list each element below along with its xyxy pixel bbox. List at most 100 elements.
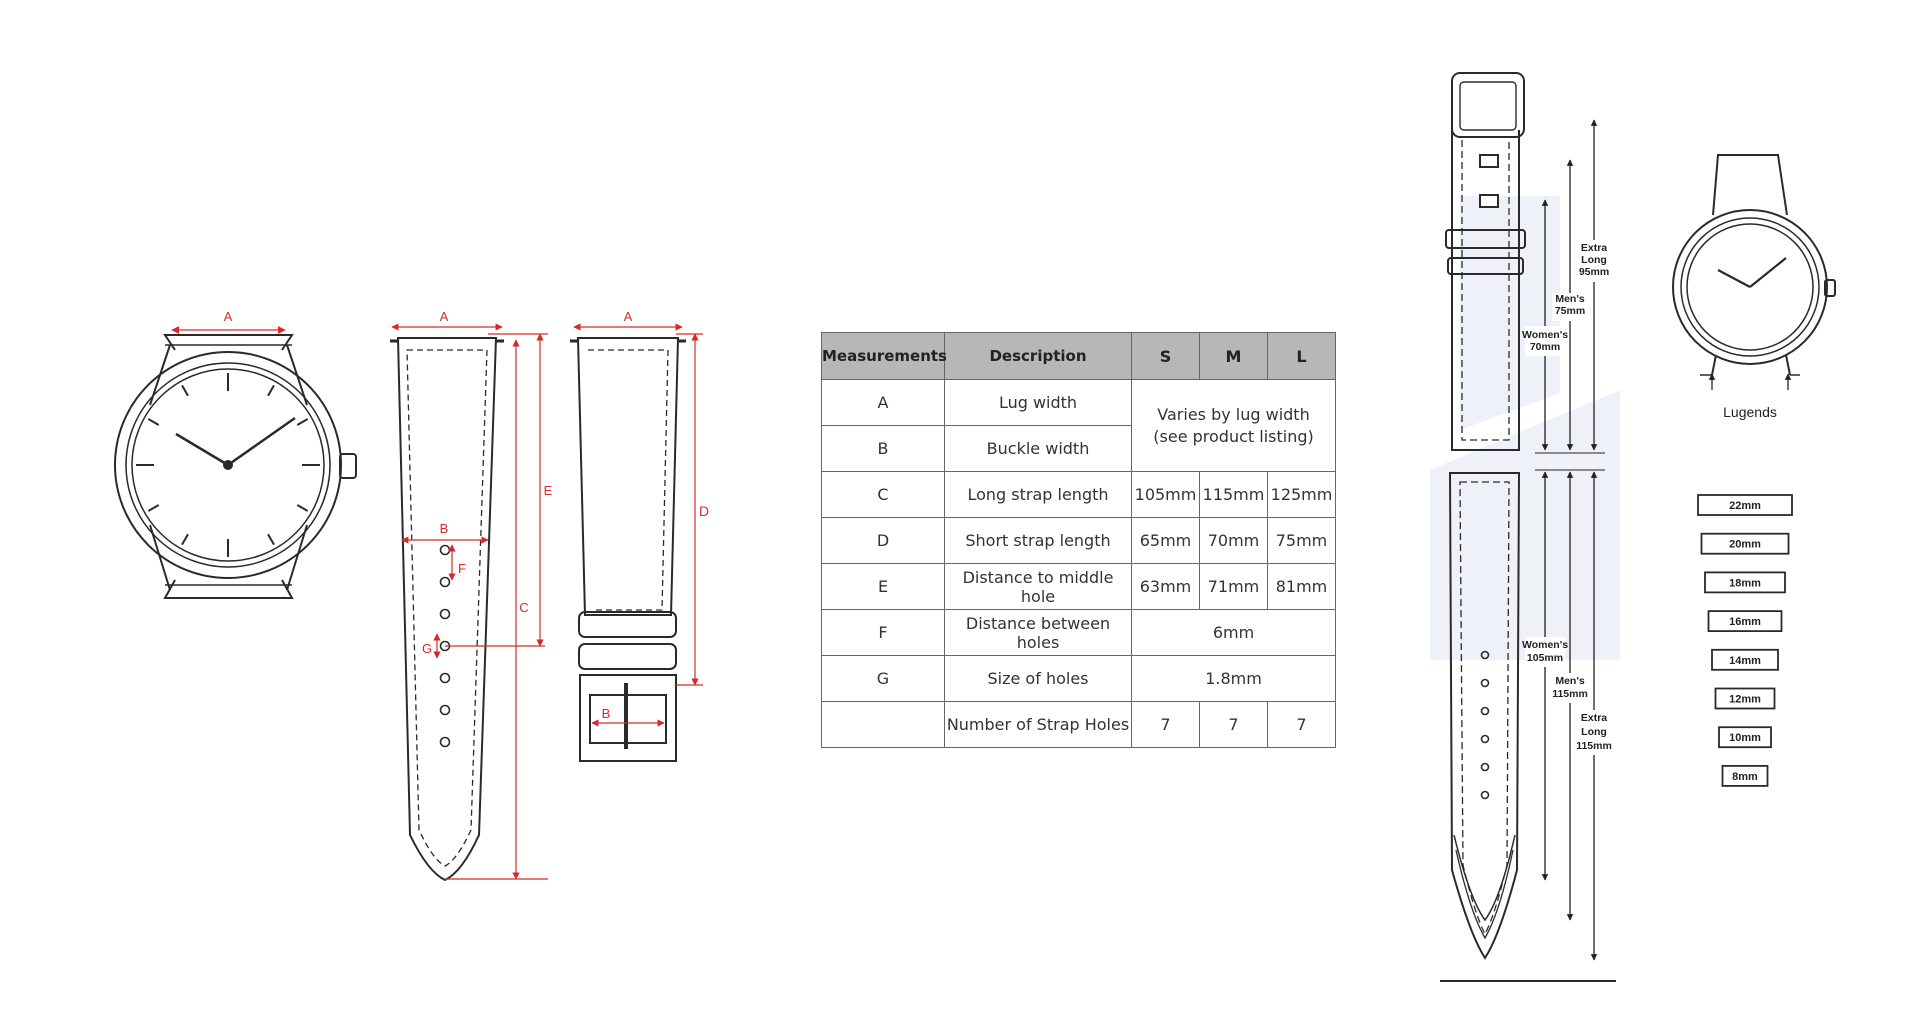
table-row: G Size of holes 1.8mm xyxy=(821,655,1336,702)
hour-marker xyxy=(296,504,309,512)
svg-text:Women's: Women's xyxy=(1522,329,1568,341)
strap-hole xyxy=(439,704,451,716)
row-code: C xyxy=(821,471,945,518)
svg-text:Men's: Men's xyxy=(1555,293,1584,305)
row-value-l: 125mm xyxy=(1267,471,1336,518)
row-value-all: 1.8mm xyxy=(1131,655,1336,702)
row-value-s: 7 xyxy=(1131,701,1200,748)
short-a-label: A xyxy=(624,309,633,324)
strap-measurements-table: Measurements Description S M L A Lug wid… xyxy=(821,332,1336,748)
svg-text:105mm: 105mm xyxy=(1527,652,1563,664)
size-box-label: 8mm xyxy=(1732,771,1758,783)
row-code: G xyxy=(821,655,945,702)
watch-lug-width-dimension: A xyxy=(171,309,286,334)
size-box xyxy=(1697,494,1793,516)
strap-hole xyxy=(1480,734,1490,744)
short-strap-dimensions xyxy=(573,323,703,727)
size-box xyxy=(1707,610,1783,632)
row-description: Number of Strap Holes xyxy=(944,701,1132,748)
strap-f-label: F xyxy=(458,561,466,576)
varies-note-line1: Varies by lug width xyxy=(1157,404,1310,424)
table-row: D Short strap length 65mm 70mm 75mm xyxy=(821,517,1336,564)
watch-hour-markers xyxy=(136,373,320,557)
svg-text:75mm: 75mm xyxy=(1555,305,1585,317)
size-box xyxy=(1721,765,1769,787)
row-code xyxy=(821,701,945,748)
hour-marker xyxy=(267,384,275,397)
short-strap-illustration xyxy=(570,337,686,762)
row-description: Short strap length xyxy=(944,517,1132,564)
size-box-label: 10mm xyxy=(1729,732,1761,744)
varies-note-line2: (see product listing) xyxy=(1153,426,1314,446)
svg-text:Men's: Men's xyxy=(1555,675,1584,687)
row-value-m: 7 xyxy=(1199,701,1268,748)
hour-marker xyxy=(181,384,189,397)
size-box-label: 16mm xyxy=(1729,616,1761,628)
size-box-label: 20mm xyxy=(1729,539,1761,551)
table-row: Number of Strap Holes 7 7 7 xyxy=(821,701,1336,748)
svg-text:Extra: Extra xyxy=(1581,712,1607,724)
strap-hole xyxy=(439,736,451,748)
header-large: L xyxy=(1267,332,1336,380)
strap-c-label: C xyxy=(519,600,528,615)
lug-size-boxes: 22mm 20mm 18mm 16mm 14mm 12mm 10mm 8mm xyxy=(1697,494,1793,787)
strap-hole xyxy=(1480,762,1490,772)
size-box-label: 18mm xyxy=(1729,577,1761,589)
row-code: A xyxy=(821,379,945,426)
right-strap-holes xyxy=(1480,650,1490,800)
header-small: S xyxy=(1131,332,1200,380)
row-code: F xyxy=(821,609,945,656)
header-description: Description xyxy=(944,332,1132,380)
header-measurements: Measurements xyxy=(821,332,947,380)
row-value-s: 65mm xyxy=(1131,517,1200,564)
svg-text:Long: Long xyxy=(1581,726,1607,738)
strap-hole xyxy=(439,672,451,684)
table-row: C Long strap length 105mm 115mm 125mm xyxy=(821,471,1336,518)
strap-hole xyxy=(439,608,451,620)
row-value-s: 105mm xyxy=(1131,471,1200,518)
watch-illustration xyxy=(114,334,357,599)
svg-text:115mm: 115mm xyxy=(1552,688,1588,700)
long-strap-illustration xyxy=(390,337,504,882)
hour-marker xyxy=(296,418,309,426)
table-row: B Buckle width xyxy=(821,425,1336,472)
strap-g-label: G xyxy=(422,641,432,656)
header-medium: M xyxy=(1199,332,1268,380)
svg-text:115mm: 115mm xyxy=(1576,740,1612,752)
row-description: Distance to middle hole xyxy=(944,563,1132,610)
table-row: A Lug width Varies by lug width (see pro… xyxy=(821,379,1336,472)
lugends-arrows xyxy=(1708,373,1792,390)
strap-hole xyxy=(1480,650,1490,660)
row-description: Buckle width xyxy=(944,425,1132,472)
row-description: Long strap length xyxy=(944,471,1132,518)
size-box xyxy=(1700,532,1790,555)
long-strap-dimensions xyxy=(391,323,548,880)
row-value-l: 81mm xyxy=(1267,563,1336,610)
hour-marker xyxy=(267,533,275,546)
row-value-m: 71mm xyxy=(1199,563,1268,610)
row-value-all: 6mm xyxy=(1131,609,1336,656)
varies-note: Varies by lug width (see product listing… xyxy=(1131,379,1336,472)
svg-text:95mm: 95mm xyxy=(1579,266,1609,278)
right-dimension-labels: Women's 70mm Men's 75mm Extra Long 95mm … xyxy=(1522,240,1614,755)
svg-text:Long: Long xyxy=(1581,254,1607,266)
row-code: E xyxy=(821,563,945,610)
size-box-label: 12mm xyxy=(1729,694,1761,706)
small-watch-illustration xyxy=(1672,154,1836,376)
table-header-row: Measurements Description S M L xyxy=(821,332,1336,380)
row-code: D xyxy=(821,517,945,564)
row-description: Lug width xyxy=(944,379,1132,426)
size-box-label: 22mm xyxy=(1729,500,1761,512)
hour-marker xyxy=(181,533,189,546)
hour-marker xyxy=(147,418,160,426)
row-value-l: 7 xyxy=(1267,701,1336,748)
row-description: Size of holes xyxy=(944,655,1132,702)
strap-b-label: B xyxy=(440,521,449,536)
size-box xyxy=(1711,648,1779,671)
right-strap-illustration xyxy=(1440,72,1616,982)
size-box-label: 14mm xyxy=(1729,655,1761,667)
row-description: Distance between holes xyxy=(944,609,1132,656)
hour-marker xyxy=(147,504,160,512)
size-box xyxy=(1714,687,1776,710)
